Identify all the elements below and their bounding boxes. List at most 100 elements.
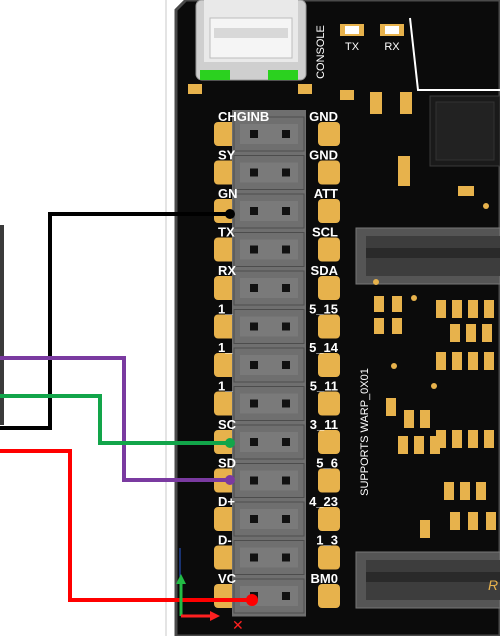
pin-label-left: GN xyxy=(218,186,238,201)
pin-hole xyxy=(250,207,258,215)
pad-left xyxy=(214,391,236,416)
purple-wire xyxy=(0,356,230,482)
smd-pad xyxy=(468,300,478,318)
smd-pad xyxy=(476,482,486,500)
smd-pad xyxy=(452,352,462,370)
pad-right xyxy=(318,314,340,339)
pin-hole xyxy=(282,245,290,254)
pad-left xyxy=(214,122,236,146)
header-slot xyxy=(240,124,298,144)
pin-header xyxy=(232,110,306,617)
red-wire xyxy=(0,449,252,602)
pin-hole xyxy=(282,515,290,523)
header-slot xyxy=(240,547,298,568)
smd-pad xyxy=(430,436,440,454)
smd-pad xyxy=(450,324,460,342)
smd-pad xyxy=(452,430,462,448)
pin-label-right: 5_11 xyxy=(310,379,338,394)
wires xyxy=(0,209,258,606)
smd-pad xyxy=(486,512,496,530)
smd-pad xyxy=(404,410,414,428)
smd-pad xyxy=(484,430,494,448)
pad-left xyxy=(214,160,236,185)
header-pads xyxy=(214,122,340,608)
pin-hole xyxy=(282,553,290,562)
pin-hole xyxy=(282,130,290,138)
smd-pad xyxy=(436,430,446,448)
via xyxy=(483,203,489,209)
pin-label-right: SCL xyxy=(312,225,338,240)
pin-label-left: RX xyxy=(218,263,236,278)
via xyxy=(391,363,397,369)
pad-right xyxy=(318,122,340,146)
pad-left xyxy=(214,314,236,339)
pad-right xyxy=(318,430,340,454)
smd-pad xyxy=(414,436,424,454)
pin-label-right: ATT xyxy=(314,186,338,201)
smd-pad xyxy=(436,352,446,370)
pin-label-left: 1_ xyxy=(218,340,233,355)
pin-label-left: SY xyxy=(218,148,236,163)
smd-pad xyxy=(374,296,384,312)
pin-hole xyxy=(282,592,290,600)
pin-label-right: 4_23 xyxy=(309,494,338,509)
pad-right xyxy=(318,468,340,493)
smd-pad xyxy=(392,296,402,312)
pin-hole xyxy=(250,515,258,523)
pin-label-left: SC xyxy=(218,417,237,432)
smd-pad xyxy=(374,318,384,334)
tx-led xyxy=(340,24,364,36)
silk-outline xyxy=(409,17,500,91)
pin-label-right: SDA xyxy=(311,263,339,278)
pin-hole xyxy=(282,168,290,177)
red-wire-end xyxy=(246,594,258,606)
smd-pad xyxy=(420,410,430,428)
header-slot xyxy=(240,239,298,260)
pad-right xyxy=(318,545,340,570)
pin-label-left: SD xyxy=(218,456,236,471)
pad-right xyxy=(318,160,340,185)
via xyxy=(411,295,417,301)
pin-label-left: VC xyxy=(218,571,237,586)
pin-label-right: 5_14 xyxy=(309,340,339,355)
pad-right xyxy=(318,353,340,377)
smd-pad xyxy=(450,512,460,530)
header-slot xyxy=(240,162,298,183)
pin-hole xyxy=(250,476,258,485)
pad-right xyxy=(318,507,340,531)
smd-pad xyxy=(458,186,474,196)
pin-label-right: GND xyxy=(309,109,338,124)
pin-label-left: 1_ xyxy=(218,379,233,394)
smd-pad xyxy=(468,512,478,530)
pin-hole xyxy=(282,284,290,292)
fpc-connector-bottom xyxy=(355,551,500,609)
board-corner-text: R xyxy=(488,577,498,593)
pin-hole xyxy=(250,438,258,446)
header-slot xyxy=(240,509,298,529)
pin-label-right: 5_15 xyxy=(309,302,338,317)
header-slot xyxy=(240,278,298,298)
pin-hole xyxy=(250,245,258,254)
header-slot xyxy=(240,201,298,221)
pin-hole xyxy=(250,130,258,138)
smd-pad xyxy=(392,318,402,334)
pin-label-left: 1_ xyxy=(218,302,233,317)
black-wire-end xyxy=(225,209,235,219)
smd-pad xyxy=(340,90,354,100)
supports-warp-label: SUPPORTS WARP_0X01 xyxy=(359,368,371,496)
pin-hole xyxy=(282,476,290,485)
smd-pad xyxy=(398,436,408,454)
x-axis-cross: ✕ xyxy=(232,617,244,633)
black-wire xyxy=(0,212,230,430)
pin-hole xyxy=(282,207,290,215)
smd-pad xyxy=(466,324,476,342)
pad-left xyxy=(214,507,236,531)
tx-led-label: TX xyxy=(345,41,360,53)
pin-hole xyxy=(250,284,258,292)
pad-left xyxy=(214,276,236,300)
pin-label-left: D- xyxy=(218,533,232,548)
pin-hole xyxy=(282,361,290,369)
usb-connector xyxy=(188,0,312,94)
smd-pad xyxy=(452,300,462,318)
